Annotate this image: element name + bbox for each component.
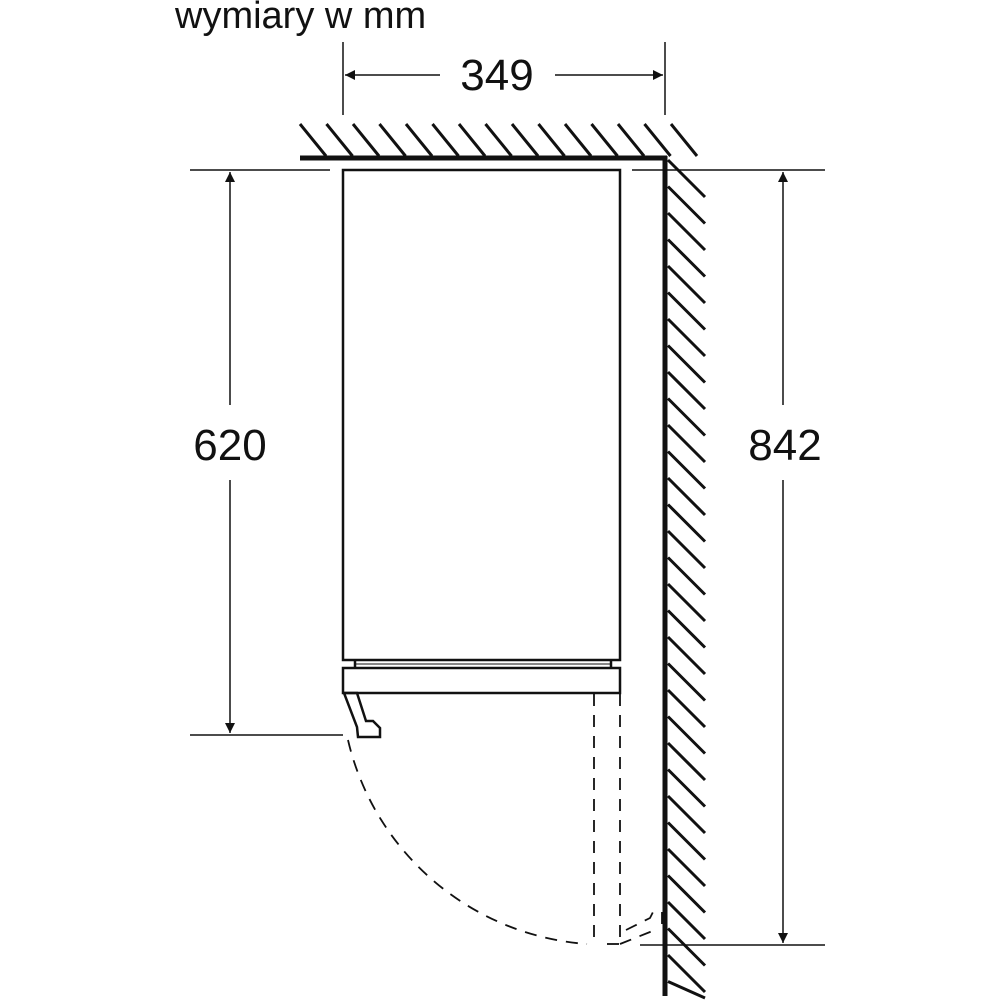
hatch-line bbox=[666, 317, 707, 358]
hatch-line bbox=[666, 662, 707, 702]
hatch-line bbox=[666, 476, 707, 517]
hatch-line bbox=[431, 123, 460, 157]
door-swing-arc bbox=[347, 739, 588, 945]
depth-label: 842 bbox=[748, 421, 821, 470]
hatch-line bbox=[666, 450, 707, 490]
hatch-line bbox=[666, 821, 707, 861]
width-dimension bbox=[342, 42, 666, 115]
door-handle bbox=[342, 691, 382, 739]
hatch-line bbox=[351, 123, 381, 157]
door-height-dimension bbox=[190, 169, 343, 736]
hatch-line bbox=[666, 768, 707, 808]
hatch-line bbox=[666, 741, 707, 782]
hatch-line bbox=[666, 927, 707, 967]
hatch-line bbox=[666, 715, 707, 755]
hatch-line bbox=[563, 123, 593, 157]
appliance-body bbox=[341, 168, 622, 662]
appliance bbox=[341, 168, 622, 739]
hatch-line bbox=[666, 556, 707, 596]
hatch-line bbox=[510, 123, 540, 157]
hatch-line bbox=[666, 238, 707, 278]
hatch-line bbox=[298, 123, 328, 157]
hatch-line bbox=[537, 123, 566, 157]
hatch-line bbox=[666, 582, 707, 623]
hatch-line bbox=[666, 900, 707, 941]
hatch-line bbox=[666, 397, 707, 437]
hatch-line bbox=[666, 185, 707, 225]
hatch-line bbox=[666, 794, 707, 835]
door-height-label: 620 bbox=[193, 421, 266, 470]
hatch-line bbox=[378, 123, 407, 157]
door-swing bbox=[347, 694, 663, 945]
depth-dimension bbox=[632, 169, 825, 946]
hatch-line bbox=[666, 874, 707, 914]
appliance-door bbox=[341, 666, 622, 695]
hatch-line bbox=[666, 158, 707, 199]
hatch-line bbox=[325, 123, 354, 157]
hatch-line bbox=[484, 123, 513, 157]
hatch-line bbox=[404, 123, 434, 157]
hatch-line bbox=[666, 344, 707, 384]
hatch-line bbox=[666, 264, 707, 305]
width-label: 349 bbox=[460, 51, 533, 100]
hatch-line bbox=[666, 503, 707, 543]
hatch-line bbox=[666, 635, 707, 676]
hatch-line bbox=[643, 123, 672, 157]
hatch-line bbox=[667, 980, 706, 1000]
hatch-line bbox=[666, 847, 707, 888]
hatch-line bbox=[666, 211, 707, 252]
wall-hatch bbox=[666, 158, 707, 1000]
hatch-line bbox=[590, 123, 619, 157]
hatch-line bbox=[457, 123, 487, 157]
hatch-line bbox=[666, 688, 707, 729]
hatch-line bbox=[669, 123, 699, 157]
diagram-title: wymiary w mm bbox=[174, 0, 426, 37]
hatch-line bbox=[666, 529, 707, 570]
hatch-line bbox=[616, 123, 646, 157]
hatch-line bbox=[666, 609, 707, 649]
hatch-line bbox=[666, 291, 707, 331]
hatch-line bbox=[666, 370, 707, 411]
hatch-line bbox=[666, 953, 707, 994]
hatch-line bbox=[666, 423, 707, 464]
ceiling-hatch bbox=[298, 123, 699, 157]
